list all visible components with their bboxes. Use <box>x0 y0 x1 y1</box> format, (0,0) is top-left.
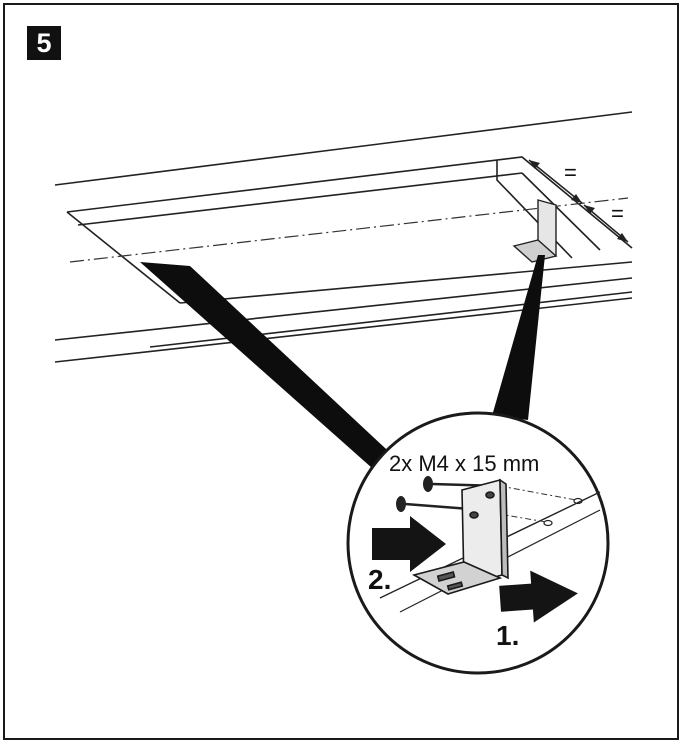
screw-shaft <box>404 502 471 511</box>
bracket-base-plate <box>411 561 503 595</box>
bracket-slot <box>436 571 456 582</box>
screw-hole <box>573 497 583 505</box>
push-arrow <box>372 516 446 572</box>
bracket-hole <box>469 511 479 519</box>
equal-mark-bottom: = <box>611 201 624 226</box>
arrow-head <box>529 160 540 169</box>
screw-head <box>423 476 433 492</box>
arrow-head <box>571 194 582 203</box>
dimension-line-top <box>528 159 583 204</box>
equal-mark-top: = <box>564 160 577 185</box>
screw-axis <box>469 508 547 523</box>
dimension-arrows <box>528 159 629 243</box>
cutout-rim <box>66 156 633 249</box>
bracket-side <box>499 478 509 580</box>
screw-head <box>396 496 406 512</box>
diagram-frame <box>3 3 679 740</box>
board-top-edge <box>54 111 633 186</box>
step-label-second: 2. <box>368 564 391 595</box>
cutout-bottom <box>179 261 633 304</box>
small-bracket <box>512 199 558 263</box>
cutout-inner-top <box>77 172 523 226</box>
screw-hole <box>543 519 553 527</box>
slide-arrow <box>499 570 578 623</box>
bracket-hole <box>485 491 495 499</box>
screw-2 <box>396 496 553 527</box>
mounting-bracket <box>411 478 509 595</box>
arrow-head <box>584 205 595 214</box>
callout-wedge-right <box>492 255 545 420</box>
screw-axis <box>499 485 577 501</box>
bracket-slot <box>446 581 464 591</box>
callout-wedge-left <box>140 262 400 468</box>
step-label-first: 1. <box>496 620 519 651</box>
step-number-badge: 5 <box>27 26 61 60</box>
cutout-left-side <box>66 211 181 304</box>
screw-label: 2x M4 x 15 mm <box>389 451 539 476</box>
cutout-opening <box>66 156 633 304</box>
detail-content <box>372 476 601 623</box>
cutout-recess-line <box>521 172 601 251</box>
small-bracket-base <box>512 239 558 263</box>
arrow-head <box>617 233 628 242</box>
center-line <box>69 197 629 263</box>
